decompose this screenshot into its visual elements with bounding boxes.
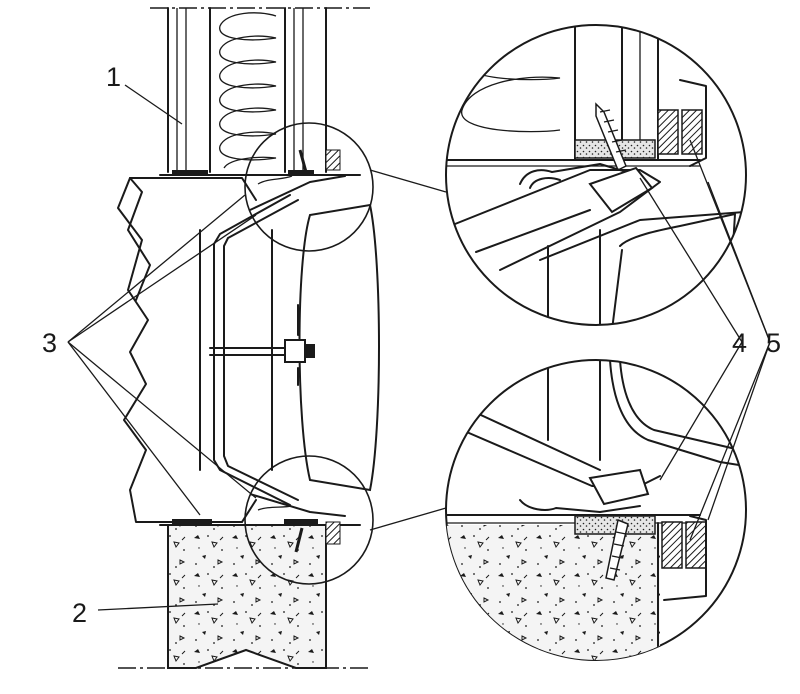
insulation-pattern — [219, 12, 277, 169]
wall-panel — [159, 7, 361, 176]
detail-circle-top — [244, 122, 374, 252]
callout-2: 2 — [72, 598, 87, 628]
main-section — [67, 7, 447, 669]
callout-4: 4 — [732, 328, 747, 358]
zoom-detail-top — [445, 24, 747, 326]
zoom-connector-top — [369, 169, 447, 193]
callout-1: 1 — [106, 62, 121, 92]
frame-body — [117, 177, 299, 523]
callout-3: 3 — [42, 328, 57, 358]
callout-3-leaders — [67, 194, 257, 516]
callout-2-leader — [97, 603, 219, 611]
callout-5: 5 — [766, 328, 781, 358]
callout-4-5-leaders — [639, 139, 771, 541]
window-cover — [209, 203, 380, 492]
zoom-connector-bottom — [369, 507, 447, 531]
detail-circle-bottom — [244, 455, 374, 585]
zoom-detail-bottom — [445, 359, 747, 661]
callout-1-leader — [124, 84, 183, 125]
